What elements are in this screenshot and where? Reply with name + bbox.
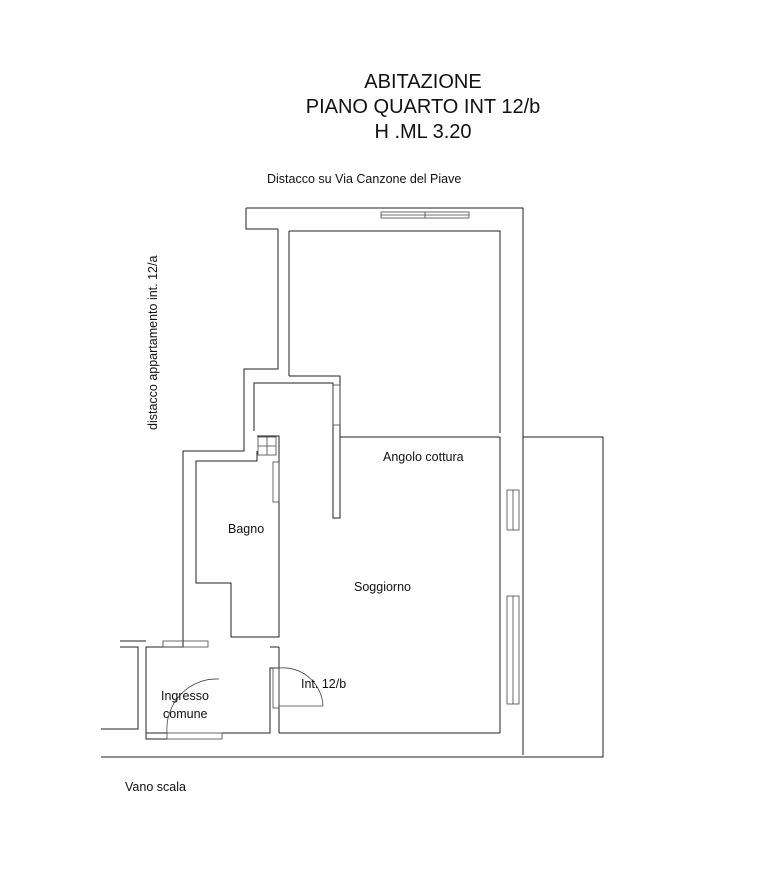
left-distance-label: distacco appartamento int. 12/a	[146, 256, 160, 430]
top-distance-label: Distacco su Via Canzone del Piave	[267, 172, 461, 186]
shaft	[257, 436, 277, 456]
title-block: ABITAZIONE PIANO QUARTO INT 12/b H .ML 3…	[238, 70, 608, 145]
window-bathroom	[272, 461, 280, 503]
window-right-upper	[506, 489, 520, 531]
living-room-label: Soggiorno	[354, 580, 411, 594]
window-top	[380, 211, 470, 219]
stairwell-lines	[101, 640, 523, 758]
title-line-2: PIANO QUARTO INT 12/b	[305, 96, 541, 118]
entrance-door	[272, 667, 324, 709]
title-line-1: ABITAZIONE	[364, 71, 482, 93]
bathroom-label: Bagno	[228, 522, 264, 536]
stairwell-label: Vano scala	[125, 780, 186, 794]
window-right-lower	[506, 595, 520, 705]
kitchen-label: Angolo cottura	[383, 450, 464, 464]
title-line-3: H .ML 3.20	[374, 121, 472, 143]
common-entrance-label-1: Ingresso	[161, 689, 209, 703]
apartment-entry-label: Int. 12/b	[301, 677, 346, 691]
adjacent-strip	[523, 436, 604, 758]
outer-walls	[145, 207, 524, 755]
window-stair	[162, 640, 209, 648]
door-corridor	[332, 384, 341, 426]
common-entrance-label-2: comune	[163, 707, 208, 721]
interior-walls	[195, 375, 500, 733]
common-entrance-door	[166, 678, 223, 740]
